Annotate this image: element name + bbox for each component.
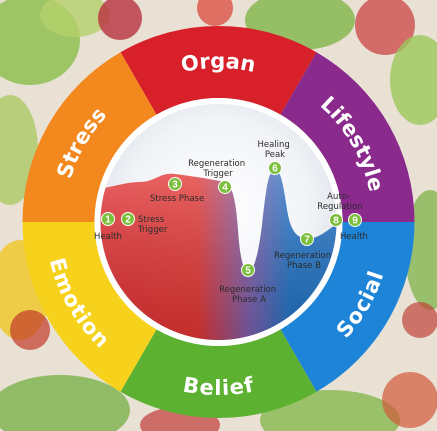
phase-label-line: Trigger [202, 169, 233, 179]
phase-marker-2: 2 [121, 212, 135, 226]
phase-marker-6: 6 [268, 161, 282, 175]
phase-number: 8 [333, 216, 339, 227]
phase-number: 4 [222, 183, 228, 194]
segment-label-belief: Belief [181, 372, 256, 400]
segment-label-organ: Organ [179, 49, 258, 77]
phase-label-healing-peak: Healing Peak [257, 140, 292, 160]
phase-number: 1 [105, 215, 111, 226]
phase-marker-3: 3 [168, 177, 182, 191]
ring-segment-social [280, 222, 415, 392]
phase-label-health-start: Health [94, 232, 122, 242]
phase-number: 5 [245, 266, 251, 277]
phase-label-line: Phase A [232, 295, 266, 305]
ring-segment-belief [120, 329, 317, 418]
ring-segment-emotion [22, 222, 157, 392]
phase-label-regeneration-phase-b: Regeneration Phase B [274, 251, 334, 271]
phase-marker-7: 7 [300, 232, 314, 246]
ring-segment-stress [22, 52, 157, 223]
phase-number: 3 [172, 180, 178, 191]
phase-label-stress-trigger: Stress Trigger [137, 215, 168, 235]
phase-marker-5: 5 [241, 263, 255, 277]
phase-label-line: Healing [257, 140, 289, 150]
phase-label-line: Peak [265, 150, 285, 160]
phase-label-health-end: Health [340, 232, 368, 242]
phase-label-line: Stress [138, 215, 165, 225]
phase-marker-4: 4 [218, 180, 232, 194]
phase-label-line: Auto- [327, 192, 350, 202]
phase-number: 2 [125, 215, 131, 226]
ring-segments [22, 25, 415, 418]
phase-marker-1: 1 [101, 212, 115, 226]
phase-label-regeneration-trigger: Regeneration Trigger [188, 159, 248, 179]
ring-segment-lifestyle [280, 52, 415, 223]
phase-number: 9 [352, 216, 358, 227]
phase-label-line: Regulation [317, 202, 362, 212]
phase-marker-9: 9 [348, 213, 362, 227]
phase-label-line: Regeneration [219, 285, 276, 295]
ring-segment-organ [120, 25, 317, 115]
phase-label-line: Regeneration [188, 159, 245, 169]
phase-label-line: Regeneration [274, 251, 331, 261]
phase-label-line: Trigger [137, 225, 168, 235]
phase-marker-8: 8 [329, 213, 343, 227]
phase-number: 7 [304, 235, 310, 246]
phase-number: 6 [272, 164, 278, 175]
phase-label-auto-regulation: Auto- Regulation [317, 192, 362, 212]
phase-label-line: Phase B [287, 261, 321, 271]
phase-label-stress-phase: Stress Phase [150, 194, 204, 204]
phase-label-regeneration-phase-a: Regeneration Phase A [219, 285, 279, 305]
